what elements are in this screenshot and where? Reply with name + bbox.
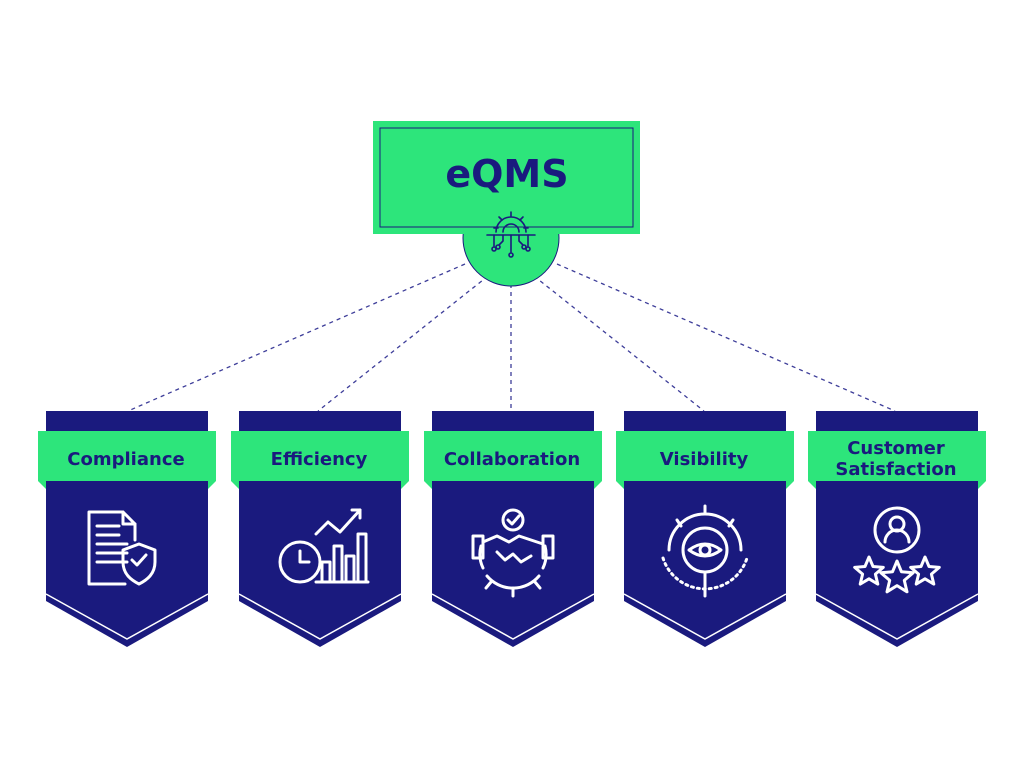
ribbon-bottom-line-compliance: [45, 593, 209, 640]
ribbon-label-band-customer-satisfaction: [808, 431, 986, 489]
benefit-label-visibility: Visibility: [659, 448, 749, 470]
benefit-ribbons: [38, 411, 986, 647]
root-box-inner-border: [379, 127, 634, 228]
ribbon-compliance: [38, 411, 216, 647]
ribbon-customer-satisfaction: [808, 411, 986, 647]
ribbon-label-band-compliance: [38, 431, 216, 489]
ribbon-bottom-line-collaboration: [431, 593, 595, 640]
ribbon-bottom-line-visibility: [623, 593, 787, 640]
eye-gear-magnifier-icon: [661, 504, 749, 598]
clock-chart-icon: [278, 508, 370, 584]
benefit-label-customer-satisfaction: Customer Satisfaction: [835, 438, 957, 480]
ribbon-label-band-visibility: [616, 431, 794, 489]
connector-customer-satisfaction: [556, 263, 896, 412]
connector-efficiency: [317, 275, 489, 412]
ribbon-label-band-collaboration: [424, 431, 602, 489]
ribbon-bottom-line-customer-satisfaction: [815, 593, 979, 640]
gear-circuit-icon: [486, 211, 536, 258]
connector-visibility: [533, 275, 705, 412]
handshake-gear-icon: [471, 508, 555, 598]
connectors: [127, 263, 896, 412]
benefit-label-compliance: Compliance: [67, 448, 185, 470]
document-shield-icon: [87, 510, 157, 586]
root-node: [373, 121, 640, 287]
ribbon-efficiency: [231, 411, 409, 647]
ribbon-visibility: [616, 411, 794, 647]
root-box: [373, 121, 640, 234]
ribbon-bottom-line-efficiency: [238, 593, 402, 640]
ribbon-collaboration: [424, 411, 602, 647]
benefit-label-efficiency: Efficiency: [270, 448, 368, 470]
root-title: eQMS: [445, 152, 569, 196]
user-stars-icon: [853, 506, 941, 594]
ribbon-label-band-efficiency: [231, 431, 409, 489]
connector-compliance: [127, 263, 466, 412]
benefit-label-collaboration: Collaboration: [443, 448, 581, 470]
